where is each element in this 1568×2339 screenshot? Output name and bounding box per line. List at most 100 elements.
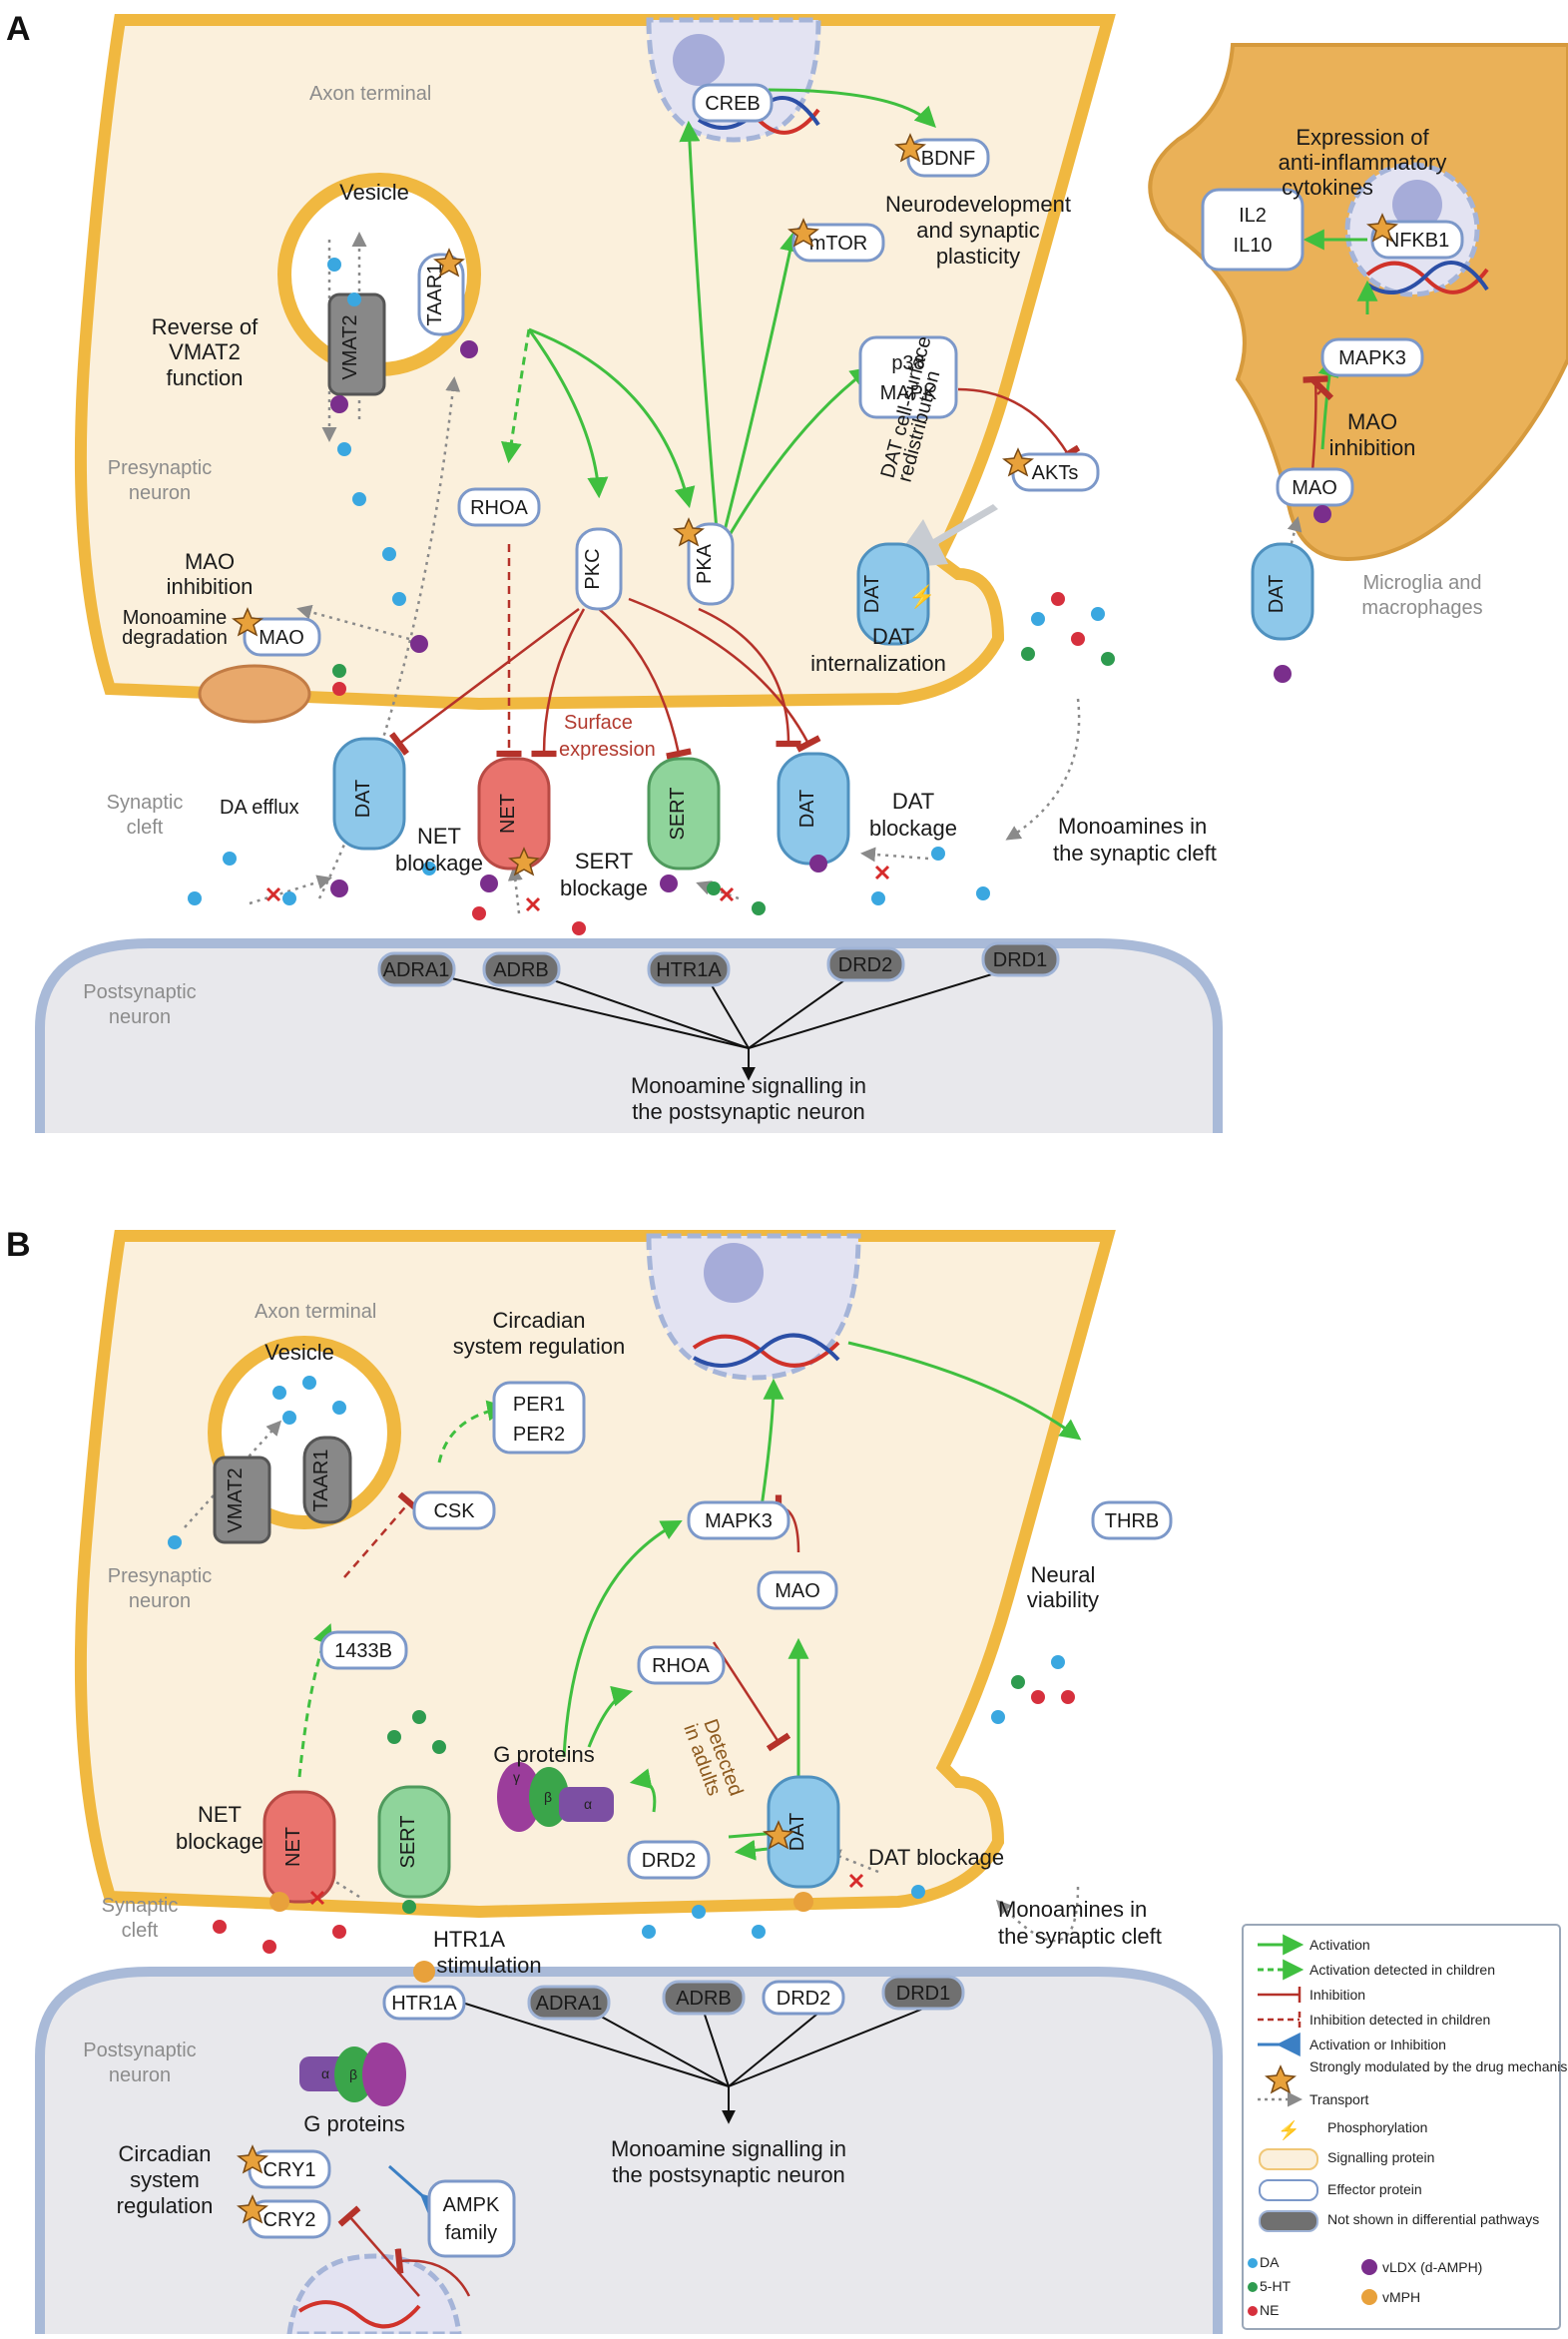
presynaptic-b-1: Presynaptic <box>108 1565 213 1587</box>
modulation-stars-b <box>237 1820 794 2224</box>
microglia-2: macrophages <box>1361 597 1482 619</box>
panel-a: DAT NET SERT DAT DAT⚡ DAT VMAT2 ADRA1 AD… <box>6 10 1568 1133</box>
net-blockage-a-1: NET <box>417 824 461 849</box>
node-creb[interactable]: CREB <box>692 83 774 123</box>
receptors-a: ADRA1 ADRB HTR1A DRD2 DRD1 <box>377 941 1060 987</box>
receptor-adrb-b[interactable]: ADRB <box>662 1980 746 2016</box>
dat-label-a2: DAT <box>796 790 818 829</box>
legend-effector-protein: Effector protein <box>1327 2181 1422 2197</box>
legend-key-5ht <box>1248 2282 1258 2292</box>
receptor-drd2-b[interactable]: DRD2 <box>762 1980 845 2016</box>
dat-blockage-b: DAT blockage <box>868 1845 1004 1870</box>
creb-label: CREB <box>705 93 761 115</box>
il10-label: IL10 <box>1234 235 1273 257</box>
receptor-htr1a-a[interactable]: HTR1A <box>647 951 731 987</box>
receptor-adra1-b-label: ADRA1 <box>536 1993 603 2015</box>
circadian-bottom-2: system <box>130 2167 200 2192</box>
sert-transporter-b[interactable]: SERT <box>377 1785 451 1899</box>
legend-da: DA <box>1260 2254 1280 2270</box>
htr1a-stimulation-1: HTR1A <box>433 1927 505 1952</box>
mao-inhibition-a-2: inhibition <box>167 574 254 599</box>
node-1433b[interactable]: 1433B <box>319 1630 408 1670</box>
node-mao-micro[interactable]: MAO <box>1276 467 1354 507</box>
monoamines-cleft-b-1: Monoamines in <box>998 1897 1147 1922</box>
receptor-adra1-a[interactable]: ADRA1 <box>377 951 456 987</box>
degradation-2: degradation <box>122 627 228 649</box>
panel-b-letter: B <box>6 1226 31 1264</box>
dat-label-b: DAT <box>786 1813 808 1852</box>
neurodevelopment-3: plasticity <box>936 244 1020 269</box>
node-drd2-b[interactable]: DRD2 <box>627 1840 711 1880</box>
node-mtor[interactable]: mTOR <box>791 223 885 263</box>
dat-internalization-2: internalization <box>810 651 946 676</box>
surface-expression-2: expression <box>559 739 656 761</box>
vmat2-label-a: VMAT2 <box>339 314 361 379</box>
receptor-drd1-b[interactable]: DRD1 <box>881 1975 965 2011</box>
node-cry2[interactable]: CRY2 <box>248 2199 331 2239</box>
node-cry1[interactable]: CRY1 <box>248 2149 331 2189</box>
node-mao-b[interactable]: MAO <box>757 1570 838 1610</box>
net-transporter-a[interactable]: NET <box>477 757 551 871</box>
dat-blockage-transporter-a[interactable]: DAT <box>777 752 850 866</box>
rhoa-a-label: RHOA <box>470 497 528 519</box>
microglia-1: Microglia and <box>1363 572 1482 594</box>
node-thrb[interactable]: THRB <box>1091 1500 1173 1540</box>
g-alpha-pre: α <box>584 1796 592 1812</box>
receptor-drd1-a-label: DRD1 <box>993 949 1047 971</box>
node-nfkb1[interactable]: NFKB1 <box>1370 220 1464 260</box>
circadian-bottom-3: regulation <box>117 2193 214 2218</box>
vmat2-transporter-a[interactable]: VMAT2 <box>327 292 386 396</box>
node-pkc[interactable]: PKC <box>575 527 623 611</box>
node-rhoa-b[interactable]: RHOA <box>637 1645 726 1685</box>
nfkb1-label: NFKB1 <box>1385 230 1449 252</box>
receptor-adra1-b[interactable]: ADRA1 <box>527 1985 611 2021</box>
legend-key-effector <box>1259 2179 1318 2201</box>
dat-blockage-a-2: blockage <box>869 816 957 841</box>
dat-microglia[interactable]: DAT <box>1251 542 1314 641</box>
dat-transporter-b[interactable]: DAT <box>767 1775 840 1889</box>
vesicle-b-label: Vesicle <box>264 1340 334 1365</box>
dat-internalized-a[interactable]: DAT⚡ <box>856 542 935 646</box>
sert-blockage-a-1: SERT <box>575 849 633 874</box>
receptor-drd1-a[interactable]: DRD1 <box>981 941 1060 977</box>
dat-efflux-transporter[interactable]: DAT <box>332 737 406 851</box>
sert-blockage-a-2: blockage <box>560 876 648 900</box>
receptor-drd2-a[interactable]: DRD2 <box>826 946 905 982</box>
htr1a-stimulation-2: stimulation <box>436 1953 541 1978</box>
node-pka[interactable]: PKA <box>687 522 735 606</box>
blocked-crosses-a <box>265 865 890 912</box>
node-taar1-a[interactable]: TAAR1 <box>417 253 465 336</box>
g-proteins-post-label: G proteins <box>303 2111 405 2136</box>
receptor-htr1a-b[interactable]: HTR1A <box>382 1985 466 2021</box>
legend-activation-children: Activation detected in children <box>1309 1962 1495 1978</box>
legend-key-inhibition-children <box>1258 2012 1302 2028</box>
node-mapk3-b[interactable]: MAPK3 <box>687 1500 790 1540</box>
node-mapk3-a[interactable]: MAPK3 <box>1320 337 1424 377</box>
bdnf-label: BDNF <box>921 148 975 170</box>
reverse-vmat2-2: VMAT2 <box>169 339 241 364</box>
legend-ne: NE <box>1260 2302 1279 2318</box>
node-mao-a[interactable]: MAO <box>243 617 321 657</box>
node-bdnf[interactable]: BDNF <box>906 138 990 178</box>
taar1-b[interactable]: TAAR1 <box>302 1436 352 1524</box>
molecules-b <box>168 1376 1075 1983</box>
legend-key-signalling <box>1259 2148 1318 2170</box>
node-csk[interactable]: CSK <box>412 1490 496 1530</box>
sert-transporter-a[interactable]: SERT <box>647 757 721 871</box>
legend-key-not-shown <box>1259 2210 1318 2232</box>
rhoa-b-label: RHOA <box>652 1655 710 1677</box>
axon-terminal-a: Axon terminal <box>309 83 431 105</box>
receptor-drd2-b-label: DRD2 <box>777 1988 830 2010</box>
neural-viability-2: viability <box>1027 1587 1099 1612</box>
signalling-b-2: the postsynaptic neuron <box>612 2162 845 2187</box>
net-transporter-b[interactable]: NET <box>262 1790 336 1904</box>
receptor-adrb-a[interactable]: ADRB <box>482 951 561 987</box>
node-rhoa-a[interactable]: RHOA <box>457 487 541 527</box>
p38-label: p38 <box>891 352 924 374</box>
vmat2-transporter-b[interactable]: VMAT2 <box>213 1456 271 1544</box>
